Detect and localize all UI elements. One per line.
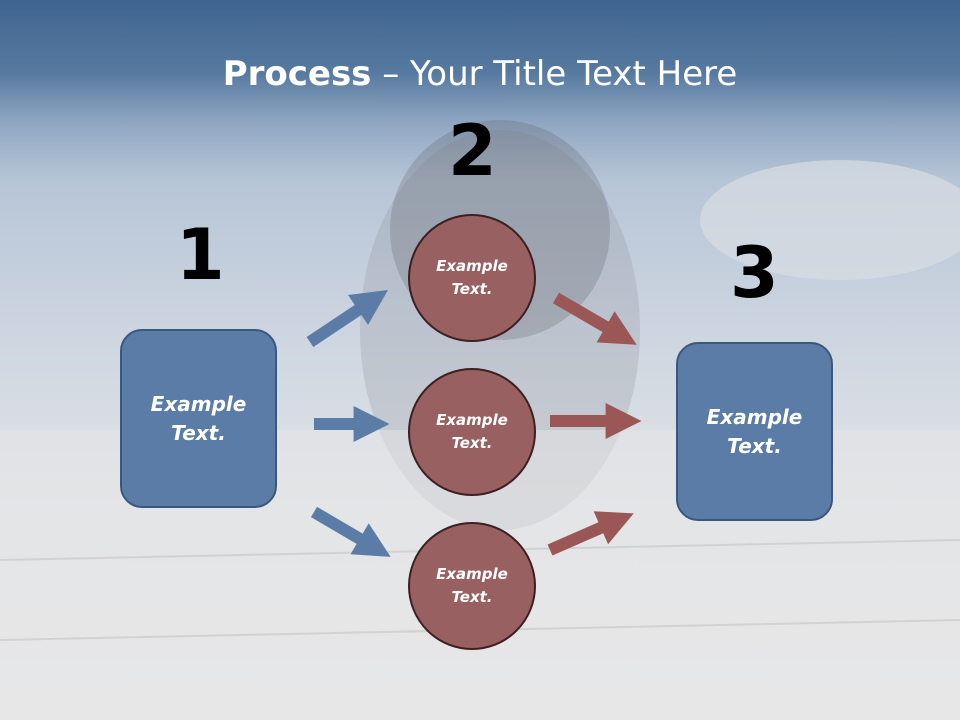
circle-3-line2: Text.: [451, 588, 493, 606]
step-number-2: 2: [448, 110, 497, 192]
step-1-box-line2: Text.: [171, 420, 226, 445]
step-number-1: 1: [176, 214, 225, 296]
slide-title: Process – Your Title Text Here: [0, 52, 960, 96]
step-3-box-line2: Text.: [727, 433, 782, 458]
title-rest: – Your Title Text Here: [371, 54, 738, 94]
step-1-box-line1: Example: [150, 391, 247, 416]
arrow-to-circle-1: [306, 290, 388, 347]
circle-3: Example Text.: [408, 522, 536, 650]
title-bold: Process: [222, 54, 372, 94]
arrow-from-circle-3: [547, 511, 634, 556]
circle-1: Example Text.: [408, 214, 536, 342]
circle-3-line1: Example: [436, 565, 508, 583]
step-1-box: Example Text.: [120, 329, 277, 508]
circle-1-line2: Text.: [451, 280, 493, 298]
step-3-box: Example Text.: [676, 342, 833, 521]
circle-2-line1: Example: [436, 411, 508, 429]
arrow-to-circle-3: [310, 506, 391, 557]
circle-1-line1: Example: [436, 257, 508, 275]
arrow-from-circle-1: [552, 292, 637, 345]
circle-2-line2: Text.: [451, 434, 493, 452]
step-number-3: 3: [730, 232, 779, 314]
step-3-box-line1: Example: [706, 404, 803, 429]
circle-2: Example Text.: [408, 368, 536, 496]
